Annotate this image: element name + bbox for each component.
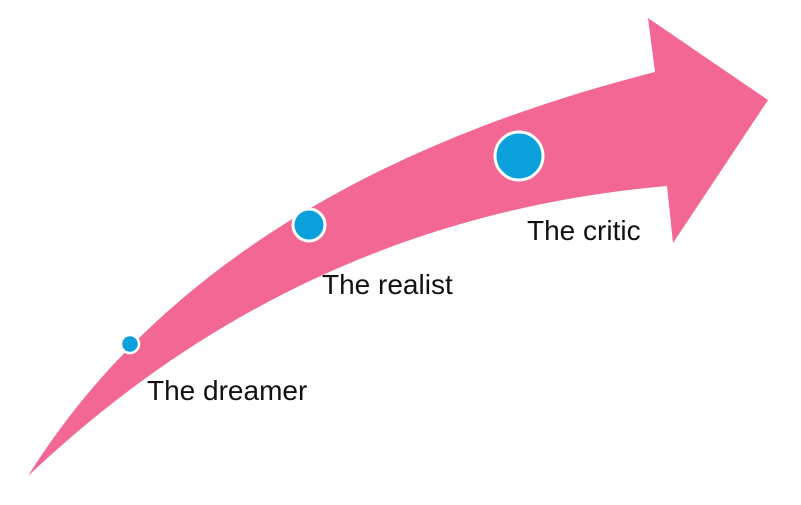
stage-label-realist: The realist (322, 269, 453, 300)
curved-arrow (28, 18, 768, 476)
dreamer-dot-icon (119, 333, 141, 355)
critic-dot-icon (493, 130, 545, 182)
stage-label-dreamer: The dreamer (147, 375, 308, 406)
realist-dot-icon (291, 207, 327, 243)
stage-label-critic: The critic (527, 215, 641, 246)
